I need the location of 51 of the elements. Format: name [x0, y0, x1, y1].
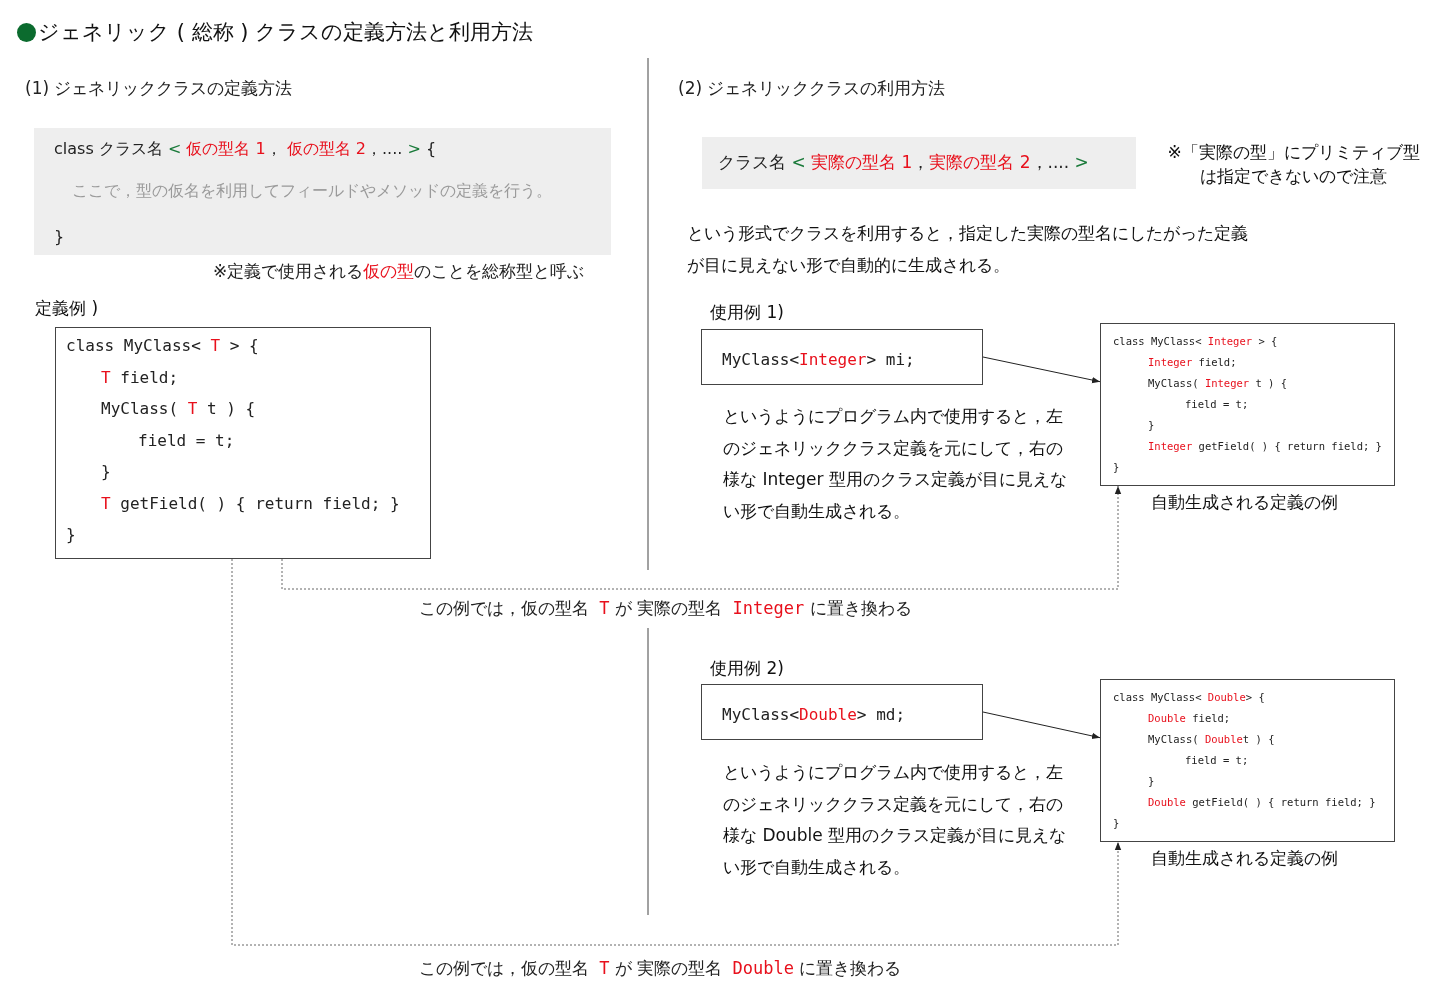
code-line: T getField( ) { return field; } [101, 492, 400, 515]
box-caption: 使用例 1) [710, 301, 784, 324]
arrow [982, 711, 1101, 740]
diagram-title: ジェネリック ( 総称 ) クラスの定義方法と利用方法 [38, 19, 534, 46]
replacement-note: この例では，仮の型名 T が 実際の型名 Integer に置き換わる [419, 597, 912, 620]
code-line: field = t; [1185, 753, 1249, 768]
code-line: } [1113, 460, 1120, 475]
code-line: Integer field; [1148, 355, 1237, 370]
code-line: MyClass( T t ) { [101, 398, 256, 420]
code-box [701, 329, 983, 385]
dotted-arrow [231, 558, 1122, 946]
box-caption: 自動生成される定義の例 [1151, 847, 1338, 870]
code-line: class MyClass< Integer > { [1113, 334, 1278, 349]
box-caption: 自動生成される定義の例 [1151, 491, 1338, 514]
code-line: class MyClass< T > { [66, 335, 259, 357]
code-line: field = t; [1185, 397, 1249, 412]
code-line: T field; [101, 366, 179, 389]
box-caption: 定義例 ) [35, 297, 99, 320]
code-line: MyClass<Double> md; [722, 704, 906, 726]
section-heading: (2) ジェネリッククラスの利用方法 [678, 77, 946, 100]
description-text: というようにプログラム内で使用すると，左のジェネリッククラス定義を元にして，右の様な Integer 型用のクラス定義が目に見えない形で自動生成される。 [723, 405, 1068, 523]
code-box [1100, 323, 1395, 486]
description-text: という形式でクラスを利用すると，指定した実際の型名にしたがった定義が目に見えない形で自動的に生成される。 [687, 222, 1249, 277]
code-box [1100, 679, 1395, 842]
code-line: クラス名 < 実際の型名 1，実際の型名 2，.... > [718, 151, 1089, 174]
arrow [982, 356, 1101, 384]
code-line: } [1113, 816, 1120, 831]
dotted-arrow [281, 485, 1122, 590]
code-line: } [101, 461, 111, 483]
code-line: MyClass( Integer t ) { [1148, 376, 1288, 391]
replacement-note: この例では，仮の型名 T が 実際の型名 Double に置き換わる [419, 957, 902, 980]
note-text: ※「実際の型」にプリミティブ型は指定できないので注意 [1166, 141, 1421, 188]
code-line: class MyClass< Double> { [1113, 690, 1265, 705]
code-line: } [1148, 774, 1155, 789]
code-box [701, 684, 983, 740]
code-line: } [1148, 418, 1155, 433]
code-line: Double getField( ) { return field; } [1148, 795, 1376, 810]
description-text: というようにプログラム内で使用すると，左のジェネリッククラス定義を元にして，右の様な Double 型用のクラス定義が目に見えない形で自動生成される。 [723, 761, 1068, 879]
code-line: ここで，型の仮名を利用してフィールドやメソッドの定義を行う。 [72, 180, 552, 202]
code-line: class クラス名 < 仮の型名 1， 仮の型名 2，.... > { [54, 138, 437, 160]
code-box [55, 327, 431, 559]
code-line: MyClass<Integer> mi; [722, 349, 915, 371]
code-line: } [54, 226, 65, 248]
code-line: field = t; [138, 429, 235, 452]
code-line: MyClass( Doublet ) { [1148, 732, 1275, 747]
code-line: Double field; [1148, 711, 1231, 726]
code-line: } [66, 524, 76, 546]
box-caption: 使用例 2) [710, 657, 784, 680]
note-text: ※定義で使用される仮の型のことを総称型と呼ぶ [213, 260, 585, 283]
code-line: Integer getField( ) { return field; } [1148, 439, 1382, 454]
section-heading: (1) ジェネリッククラスの定義方法 [25, 77, 293, 100]
